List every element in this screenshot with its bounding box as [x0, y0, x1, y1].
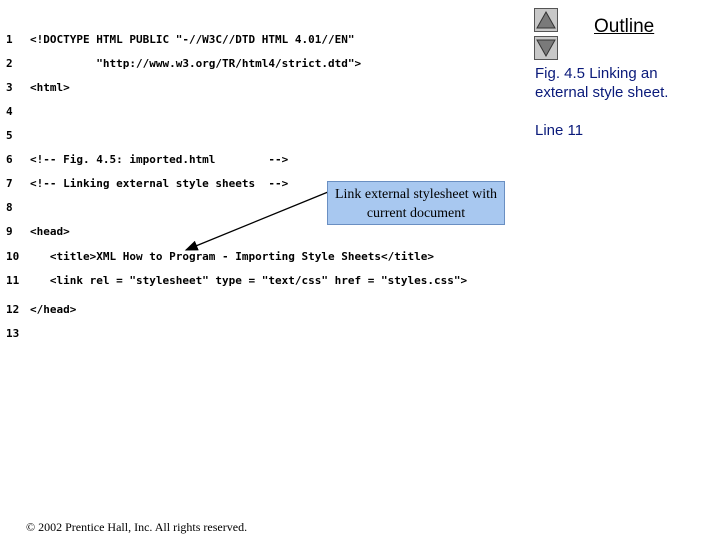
line-code: <!-- Fig. 4.5: imported.html -->	[30, 153, 289, 166]
line-code: <head>	[30, 225, 70, 238]
line-number: 10	[6, 250, 20, 263]
next-slide-button[interactable]	[534, 36, 558, 60]
line-number: 7	[6, 177, 13, 190]
line-code: </head>	[30, 303, 77, 316]
triangle-up-icon	[536, 10, 556, 29]
line-number: 9	[6, 225, 13, 238]
line-number: 13	[6, 327, 20, 340]
previous-slide-button[interactable]	[534, 8, 558, 32]
line-code: <link rel = "stylesheet" type = "text/cs…	[30, 274, 468, 287]
line-code: <html>	[30, 81, 70, 94]
line-number: 5	[6, 129, 13, 142]
line-number: 4	[6, 105, 13, 118]
copyright-text: © 2002 Prentice Hall, Inc. All rights re…	[26, 520, 248, 534]
callout-box: Link external stylesheet with current do…	[327, 181, 505, 225]
line-number: 12	[6, 303, 20, 316]
line-number: 2	[6, 57, 13, 70]
figure-caption: Fig. 4.5 Linking an external style sheet…	[535, 65, 669, 101]
line-number: 8	[6, 201, 13, 214]
line-code: <title>XML How to Program - Importing St…	[30, 250, 434, 263]
line-number: 6	[6, 153, 13, 166]
outline-title[interactable]: Outline	[594, 16, 655, 37]
line-code: "http://www.w3.org/TR/html4/strict.dtd">	[30, 57, 362, 70]
line-code: <!DOCTYPE HTML PUBLIC "-//W3C//DTD HTML …	[30, 33, 355, 46]
line-number: 1	[6, 33, 13, 46]
triangle-down-icon	[536, 39, 556, 58]
line-code: <!-- Linking external style sheets -->	[30, 177, 289, 190]
line-reference: Line 11	[535, 122, 584, 139]
line-number: 11	[6, 274, 20, 287]
line-number: 3	[6, 81, 13, 94]
